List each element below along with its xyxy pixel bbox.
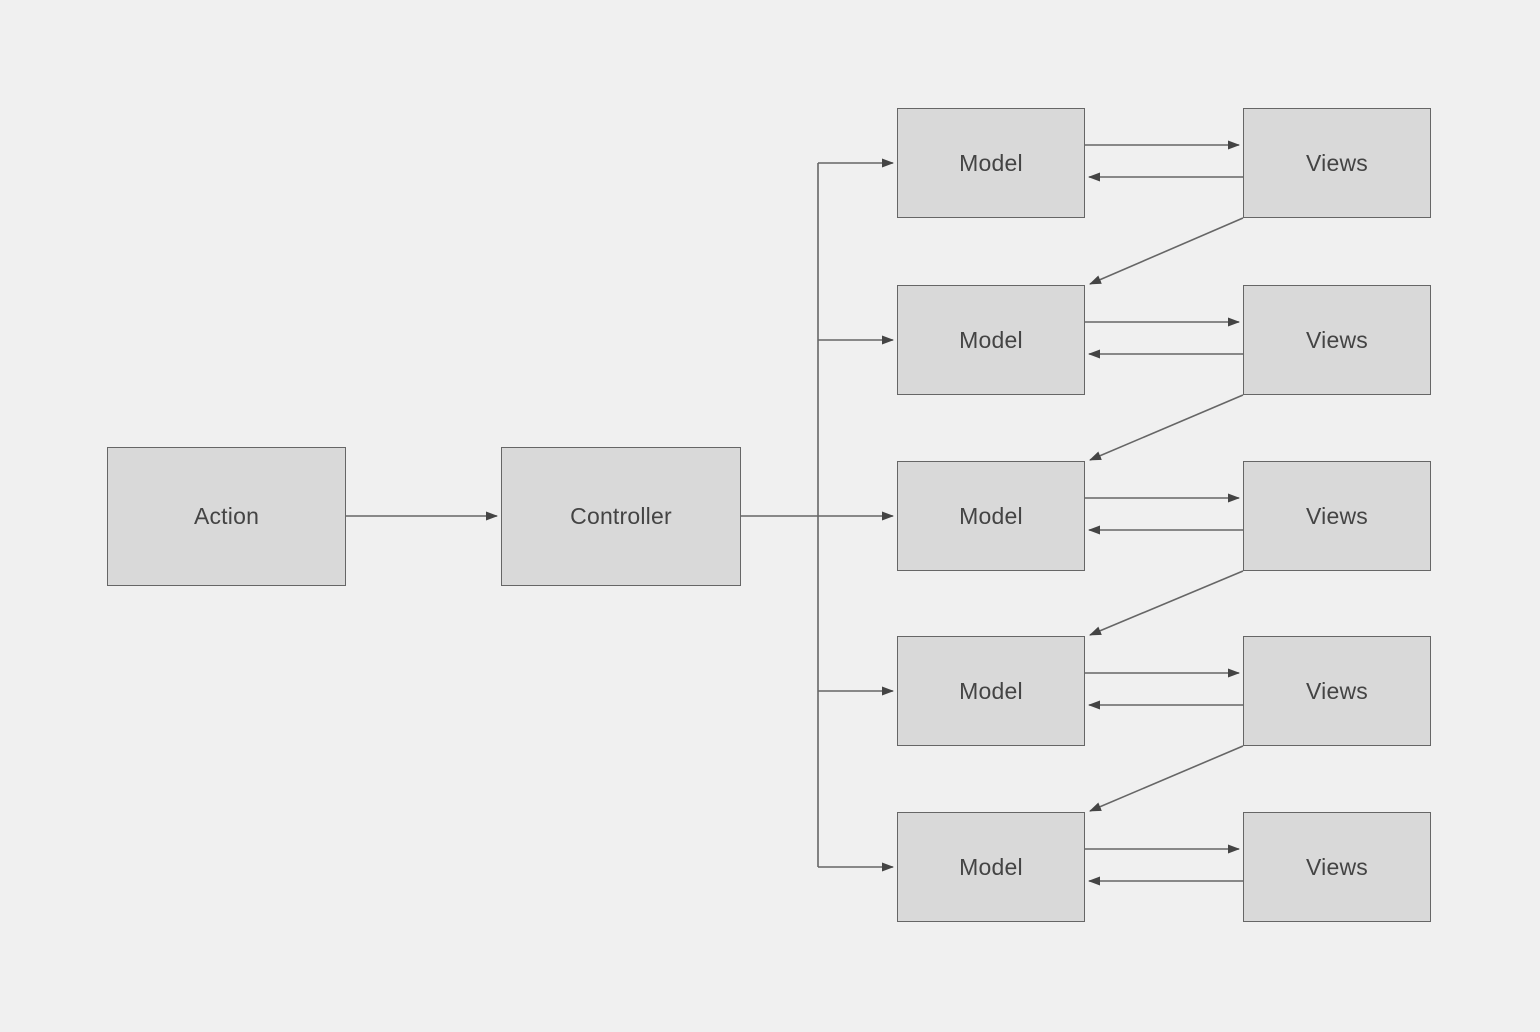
node-action[interactable]: Action <box>107 447 346 586</box>
node-model-3-label: Model <box>959 502 1023 529</box>
edge-views-2-to-model-3-diagonal <box>1089 394 1244 461</box>
node-views-4-label: Views <box>1306 677 1368 704</box>
node-model-2[interactable]: Model <box>897 285 1085 395</box>
node-model-1[interactable]: Model <box>897 108 1085 218</box>
node-model-3[interactable]: Model <box>897 461 1085 571</box>
node-views-2-label: Views <box>1306 326 1368 353</box>
edge-views-1-to-model-2-diagonal <box>1089 217 1244 285</box>
node-views-1[interactable]: Views <box>1243 108 1431 218</box>
node-views-4[interactable]: Views <box>1243 636 1431 746</box>
node-views-3-label: Views <box>1306 502 1368 529</box>
node-action-label: Action <box>193 503 260 529</box>
node-views-3[interactable]: Views <box>1243 461 1431 571</box>
node-views-5[interactable]: Views <box>1243 812 1431 922</box>
node-model-5[interactable]: Model <box>897 812 1085 922</box>
node-model-5-label: Model <box>959 853 1023 880</box>
node-model-1-label: Model <box>959 149 1023 176</box>
node-model-4-label: Model <box>959 677 1023 704</box>
node-views-5-label: Views <box>1306 853 1368 880</box>
node-controller[interactable]: Controller <box>501 447 741 586</box>
node-model-2-label: Model <box>959 326 1023 353</box>
edge-views-4-to-model-5-diagonal <box>1089 745 1244 812</box>
edge-views-3-to-model-4-diagonal <box>1089 570 1244 636</box>
node-controller-label: Controller <box>570 503 672 529</box>
node-views-1-label: Views <box>1306 149 1368 176</box>
node-model-4[interactable]: Model <box>897 636 1085 746</box>
node-views-2[interactable]: Views <box>1243 285 1431 395</box>
